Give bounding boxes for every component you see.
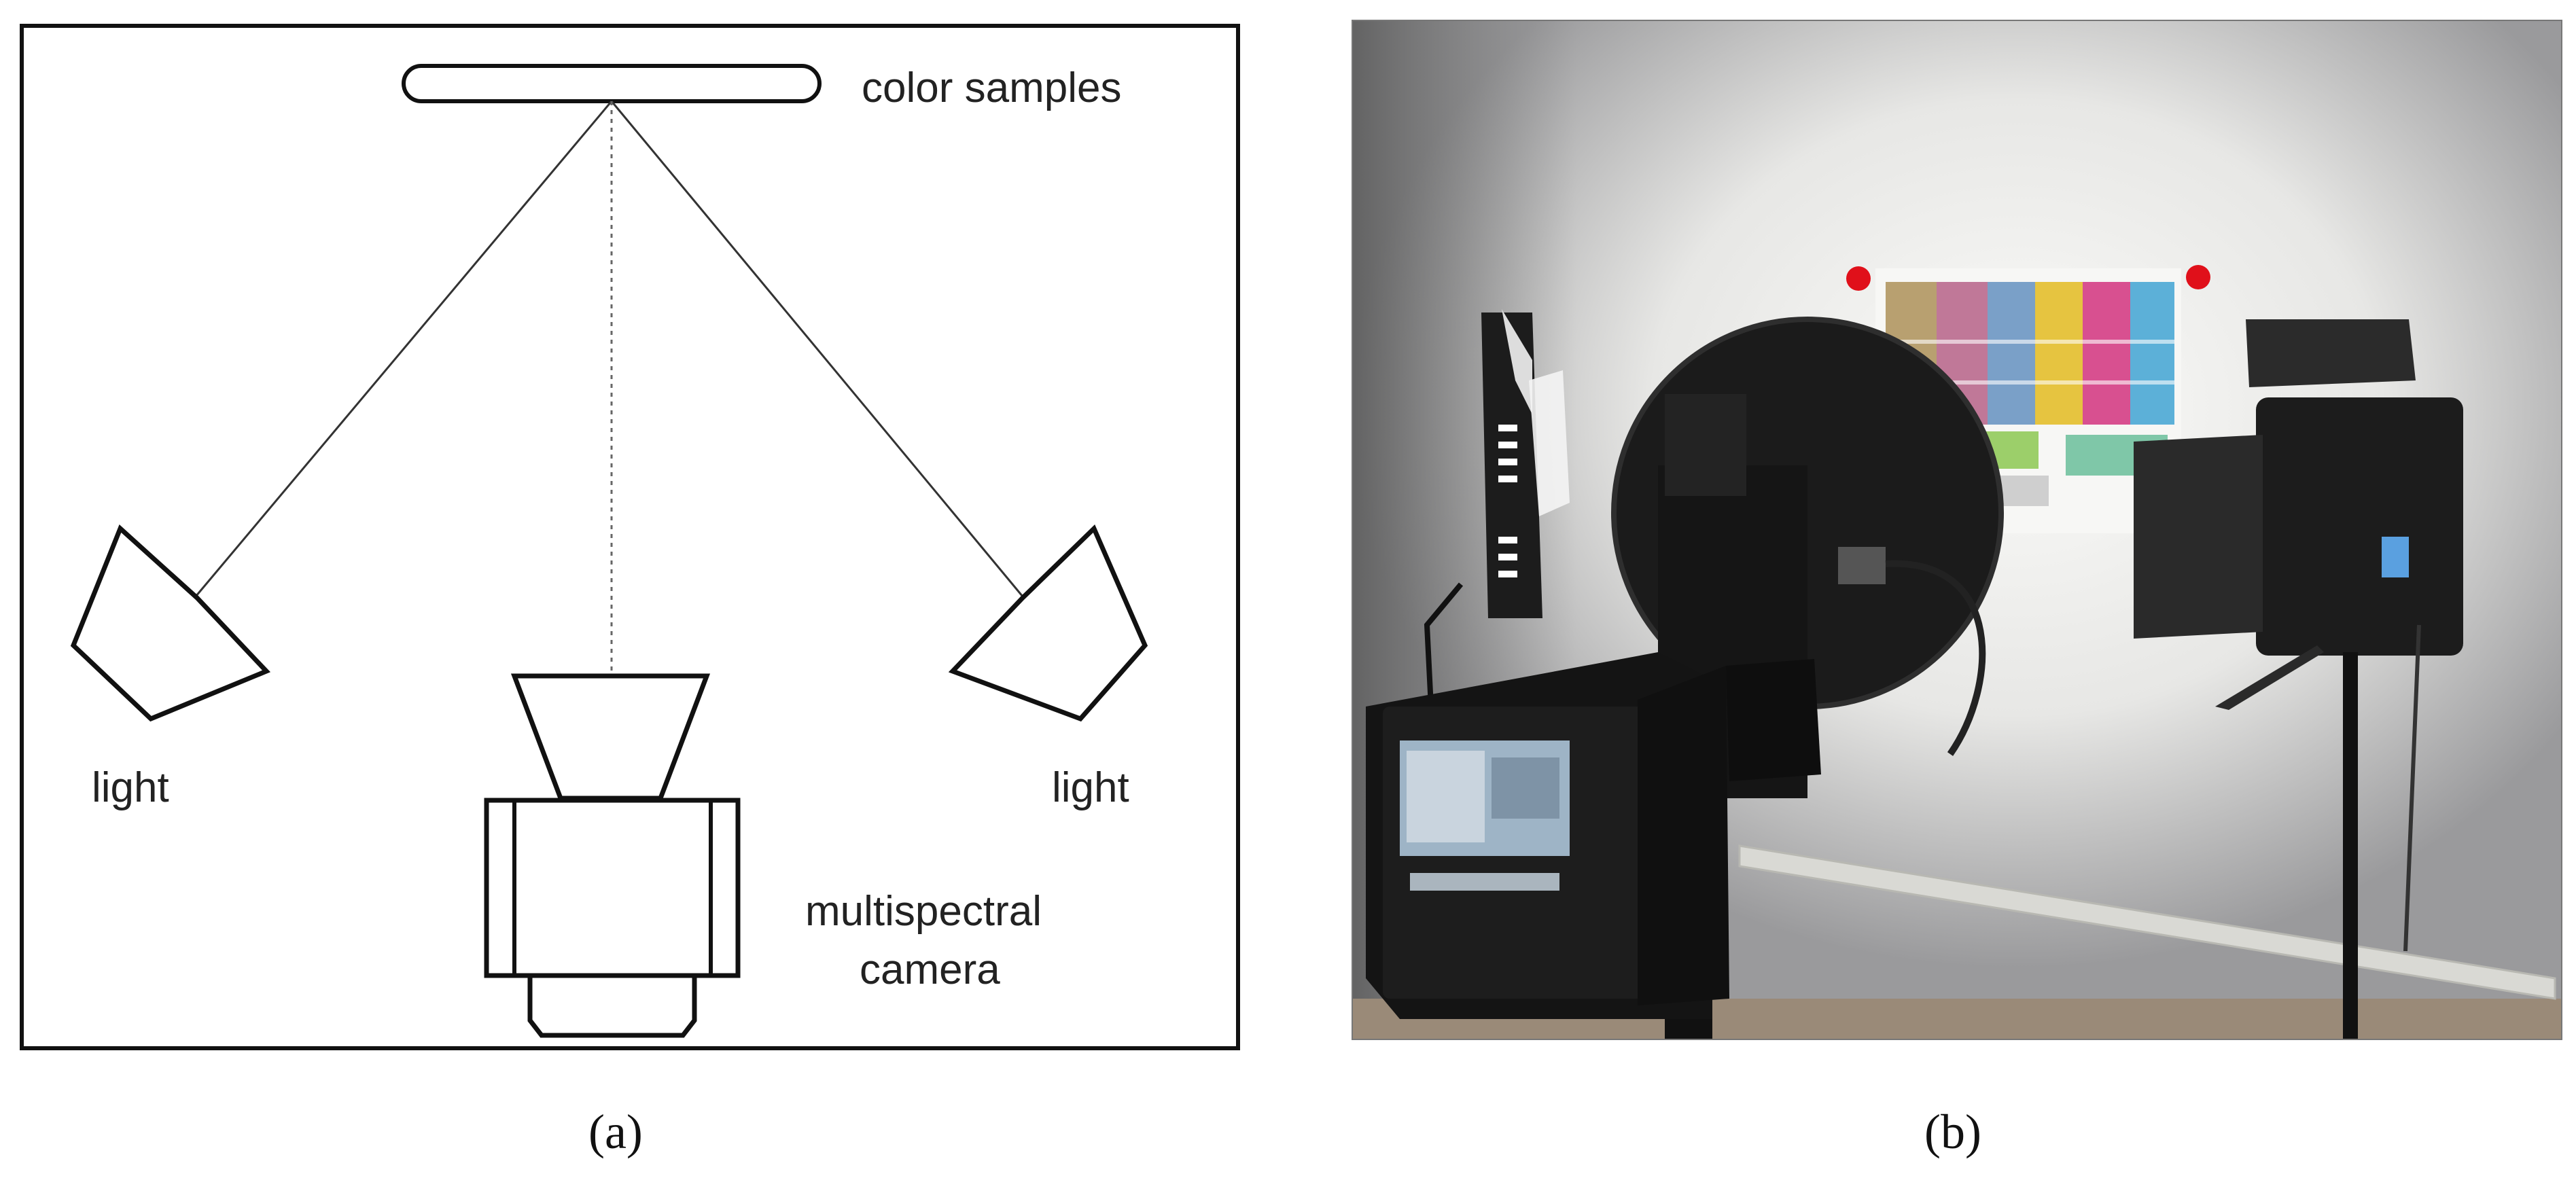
color-samples-label: color samples — [862, 65, 1121, 111]
left-light-label: light — [92, 764, 169, 811]
color-samples-holder — [402, 64, 822, 103]
red-pin-left — [1846, 266, 1871, 291]
camera-label-line1: multispectral — [805, 888, 1042, 935]
panel-a-diagram: color samples light light multispectral … — [20, 24, 1240, 1159]
right-led-light — [2134, 319, 2463, 1039]
panel-a-caption: (a) — [588, 1105, 643, 1159]
camera-label-line2: camera — [860, 946, 1000, 993]
left-light-icon — [70, 524, 271, 722]
panel-b-caption: (b) — [1924, 1105, 1981, 1159]
light-ray-left — [194, 101, 613, 597]
right-light-icon — [948, 524, 1148, 722]
panel-b-photo — [1352, 20, 2562, 1039]
light-ray-right — [610, 101, 1024, 597]
red-pin-right — [2186, 265, 2210, 289]
multispectral-camera-icon — [484, 673, 741, 1038]
right-light-label: light — [1052, 764, 1129, 811]
photo-multispectral-camera — [1366, 317, 2004, 1039]
left-led-light — [1424, 309, 1570, 897]
panel-b-border — [1352, 20, 2562, 1040]
